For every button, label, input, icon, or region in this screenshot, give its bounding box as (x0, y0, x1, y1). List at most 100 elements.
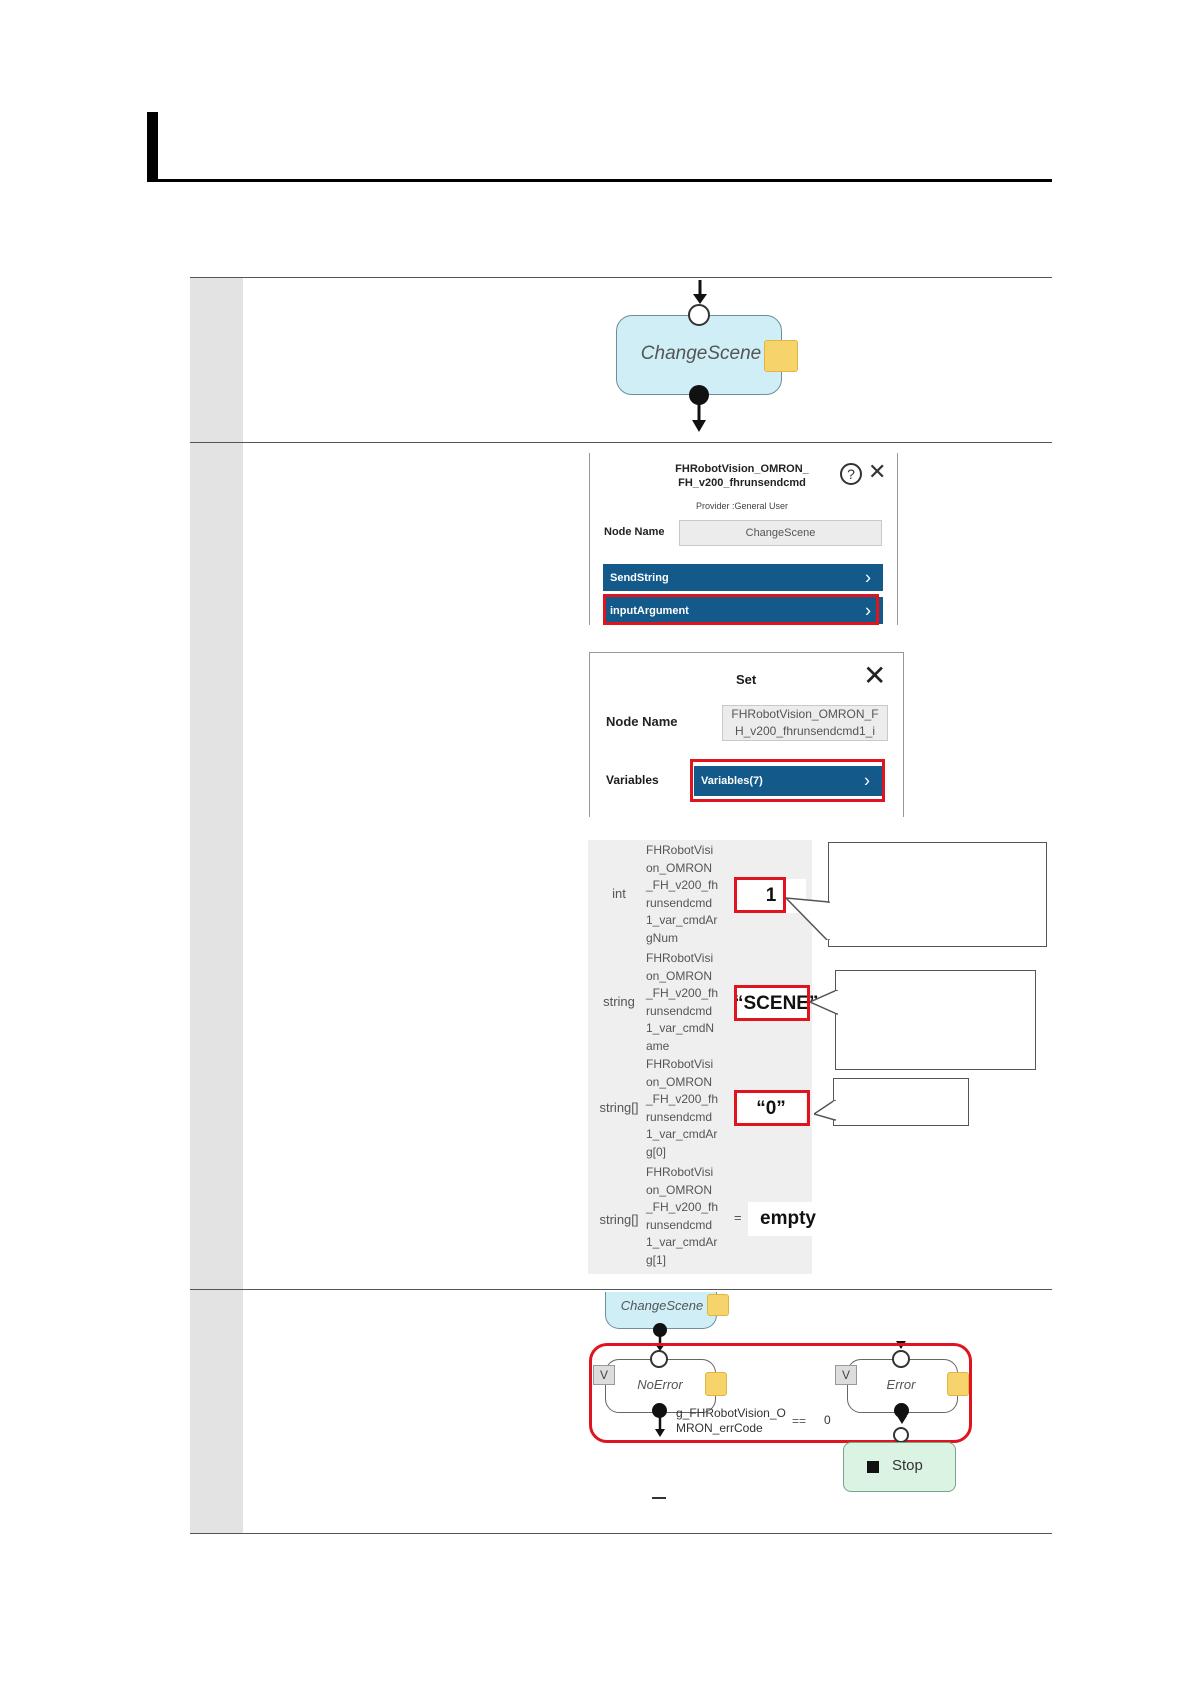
name-line: runsendcmd (646, 895, 713, 910)
variable-row: string[] FHRobotVisi on_OMRON _FH_v200_f… (588, 1162, 828, 1274)
stop-label: Stop (892, 1457, 923, 1474)
name-line: g[1] (646, 1252, 667, 1267)
output-port[interactable] (894, 1403, 909, 1418)
input-argument-row[interactable]: inputArgument › (603, 597, 883, 624)
section-heading-rule (147, 179, 1052, 182)
stop-icon (867, 1461, 879, 1473)
name-line: on_OMRON (646, 1182, 713, 1197)
arrow-down-icon (897, 1416, 907, 1424)
callout-box (835, 970, 1036, 1070)
help-icon[interactable]: ? (840, 463, 862, 485)
field-line: H_v200_fhrunsendcmd1_i (734, 724, 876, 738)
highlight-box (734, 985, 810, 1021)
provider-text: Provider :General User (695, 501, 789, 511)
step-cell (190, 443, 243, 1289)
name-line: _FH_v200_fh (646, 878, 719, 892)
callout-pointer (810, 990, 838, 1016)
name-line: on_OMRON (646, 968, 713, 983)
node-label: ChangeScene (640, 343, 762, 364)
callout-pointer (786, 897, 830, 940)
name-line: FHRobotVisi (646, 1057, 714, 1071)
input-port[interactable] (892, 1350, 910, 1368)
variable-value[interactable]: “0” (736, 1092, 806, 1126)
field-line: FHRobotVision_OMRON_F (731, 707, 879, 721)
name-line: _FH_v200_fh (646, 1200, 719, 1214)
input-port[interactable] (650, 1350, 668, 1368)
chevron-right-icon: › (864, 770, 870, 791)
variables-button[interactable]: Variables(7) › (694, 766, 882, 796)
step-cell (190, 278, 243, 442)
highlight-box (734, 1090, 810, 1126)
row-label: SendString (610, 571, 669, 584)
condition-value: 0 (824, 1413, 831, 1427)
variable-type: int (612, 886, 626, 901)
arrow-down-icon (693, 280, 707, 304)
send-string-row[interactable]: SendString › (603, 564, 883, 591)
name-line: on_OMRON (646, 1074, 713, 1089)
highlight-box (690, 759, 885, 802)
name-line: g[0] (646, 1144, 667, 1159)
variable-type: string (603, 994, 635, 1009)
node-type-icon (705, 1372, 727, 1396)
row-label: inputArgument (610, 604, 689, 617)
name-line: FHRobotVisi (646, 951, 714, 965)
variable-name: FHRobotVisi on_OMRON _FH_v200_fh runsend… (646, 1164, 736, 1269)
name-line: runsendcmd (646, 1109, 713, 1124)
node-label: Error (886, 1377, 916, 1392)
node-label: ChangeScene (620, 1298, 704, 1313)
variable-name: FHRobotVisi on_OMRON _FH_v200_fh runsend… (646, 1056, 736, 1161)
variable-name: FHRobotVisi on_OMRON _FH_v200_fh runsend… (646, 950, 736, 1055)
node-label: NoError (637, 1377, 683, 1392)
close-icon[interactable]: ✕ (868, 459, 887, 484)
v-tab: V (593, 1365, 615, 1385)
arrow-down-icon (692, 400, 706, 432)
condition-text: g_FHRobotVision_O MRON_errCode (676, 1406, 786, 1436)
stop-node[interactable] (843, 1442, 956, 1492)
table-rule (190, 1289, 1052, 1290)
name-line: _FH_v200_fh (646, 1092, 719, 1106)
output-port[interactable] (653, 1323, 667, 1337)
section-heading-marker (147, 112, 158, 179)
callout-box (833, 1078, 969, 1126)
variable-row: string[] FHRobotVisi on_OMRON _FH_v200_f… (588, 1054, 812, 1162)
variable-row: int FHRobotVisi on_OMRON _FH_v200_fh run… (588, 840, 812, 948)
condition-operator: == (792, 1414, 807, 1428)
node-type-icon (764, 340, 798, 372)
callout-pointer (814, 1100, 836, 1121)
output-port[interactable] (689, 385, 709, 405)
name-line: 1_var_cmdAr (646, 1235, 718, 1249)
condition-line: g_FHRobotVision_O (676, 1406, 786, 1420)
condition-line: MRON_errCode (676, 1421, 763, 1435)
variable-value[interactable]: empty (748, 1202, 828, 1236)
name-line: 1_var_cmdAr (646, 913, 718, 927)
variables-label: Variables (606, 773, 659, 787)
node-name-field[interactable]: FHRobotVision_OMRON_F H_v200_fhrunsendcm… (722, 705, 888, 741)
set-panel-title: Set (736, 672, 757, 687)
step-cell (190, 1290, 243, 1533)
highlight-box (603, 594, 879, 625)
name-line: _FH_v200_fh (646, 986, 719, 1000)
highlight-box (589, 1343, 972, 1443)
panel-title: FHRobotVision_OMRON_ FH_v200_fhrunsendcm… (650, 462, 834, 490)
v-tab: V (835, 1365, 857, 1385)
variable-type: string[] (599, 1212, 639, 1227)
node-name-field[interactable]: ChangeScene (679, 520, 882, 546)
panel-title-line: FH_v200_fhrunsendcmd (678, 477, 806, 489)
name-line: runsendcmd (646, 1217, 713, 1232)
node-type-icon (707, 1294, 729, 1316)
name-line: on_OMRON (646, 860, 713, 875)
name-line: FHRobotVisi (646, 1165, 714, 1179)
variable-value[interactable]: “SCENE” (734, 987, 818, 1021)
name-line: FHRobotVisi (646, 843, 714, 857)
output-port[interactable] (652, 1403, 667, 1418)
chevron-right-icon: › (865, 567, 871, 587)
name-line: runsendcmd (646, 1003, 713, 1018)
input-port[interactable] (688, 304, 710, 326)
highlight-box (734, 877, 786, 913)
input-port[interactable] (893, 1427, 909, 1443)
table-rule (190, 277, 1052, 278)
node-type-icon (947, 1372, 969, 1396)
node-name-label: Node Name (606, 714, 678, 729)
table-rule (190, 442, 1052, 443)
close-icon[interactable]: ✕ (863, 660, 887, 691)
